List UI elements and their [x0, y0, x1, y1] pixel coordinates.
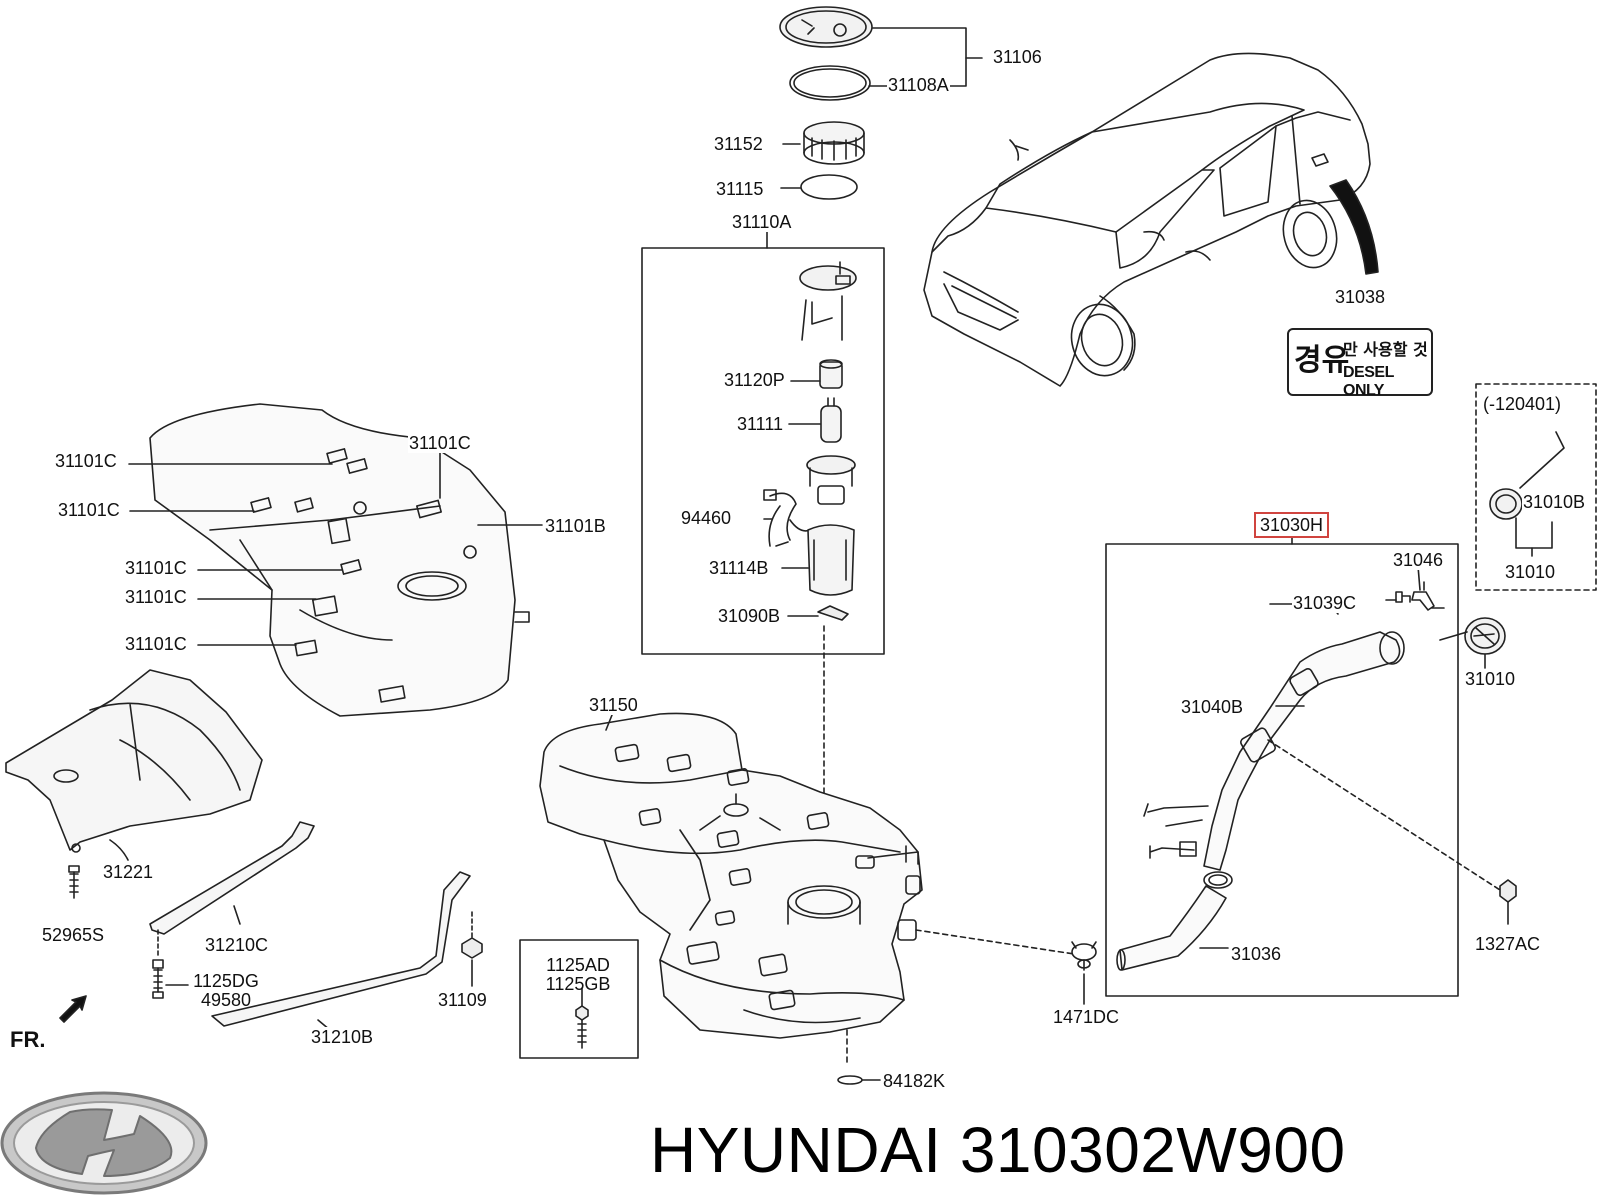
label-31110A: 31110A: [731, 212, 793, 232]
label-1125GB: 1125GB: [545, 974, 611, 994]
label-1471DC: 1471DC: [1052, 1007, 1121, 1027]
label-31210B: 31210B: [310, 1027, 375, 1047]
lock-ring-icon: [803, 121, 865, 165]
tank-heat-protector-icon: [149, 403, 530, 717]
label-31108A: 31108A: [887, 75, 950, 95]
part-number: 310302W900: [959, 1114, 1346, 1186]
label-31106: 31106: [992, 47, 1043, 67]
bolt-1125DG-icon: [152, 929, 164, 999]
nut-31109-icon: [461, 911, 483, 959]
tethered-cap-icon: [1489, 431, 1565, 520]
label-31046: 31046: [1392, 550, 1445, 570]
label-31109: 31109: [437, 990, 488, 1010]
label-31040B: 31040B: [1180, 697, 1245, 717]
label-31039C: 31039C: [1292, 593, 1358, 613]
label-pointer-icon: [1329, 179, 1379, 275]
pump-housing-icon: [806, 455, 856, 505]
label-31101C-5: 31101C: [124, 587, 188, 607]
fuel-pump-module-box: [641, 247, 885, 655]
fuel-cap-icon: [1464, 617, 1506, 655]
strap-31210C-icon: [149, 821, 315, 935]
label-31210C: 31210C: [204, 935, 270, 955]
label-1125AD-1125GB: 1125AD 1125GB: [538, 956, 618, 994]
brand-name: HYUNDAI: [650, 1114, 942, 1186]
bolt-1125AD-icon: [575, 987, 589, 1049]
label-31101C-4: 31101C: [124, 558, 188, 578]
hose-31036-icon: [1116, 885, 1227, 971]
label-31030H: 31030H: [1254, 512, 1330, 538]
bracket-icon: [817, 605, 849, 621]
hyundai-logo-icon: [0, 1091, 208, 1195]
bolt-52965S-icon: [68, 865, 80, 899]
reservoir-cup-icon: [807, 524, 855, 596]
strap-31210B-icon: [211, 871, 471, 1027]
label-31038: 31038: [1334, 287, 1387, 307]
label-1125DG-49580: 1125DG 49580: [190, 972, 262, 1010]
label-31036: 31036: [1230, 944, 1283, 964]
label-1327AC: 1327AC: [1474, 934, 1542, 954]
label-1125AD: 1125AD: [546, 955, 610, 975]
label-84182K: 84182K: [882, 1071, 947, 1091]
clamp-1471DC-icon: [1071, 941, 1097, 971]
filter-icon: [819, 359, 843, 389]
label-31010-cap: 31010: [1464, 669, 1517, 689]
clamp-31036-icon: [1203, 871, 1233, 889]
heat-shield-icon: [5, 669, 263, 853]
sticker-english-text: DESEL ONLY: [1343, 364, 1394, 399]
fuel-tank-icon: [539, 712, 923, 1039]
label-31101B: 31101B: [544, 516, 607, 536]
bolt-group-box: [519, 939, 639, 1059]
diesel-only-label: 경유 만 사용할 것 DESEL ONLY: [1287, 328, 1433, 399]
sticker-korean-big: 경유: [1294, 343, 1350, 378]
wiring-harness-icon: [763, 489, 811, 547]
label-94460: 94460: [680, 508, 733, 528]
front-arrow-icon: [59, 995, 87, 1023]
vehicle-icon: [923, 52, 1371, 387]
footer-title: HYUNDAI 310302W900: [650, 1112, 1346, 1188]
label-31221: 31221: [102, 862, 155, 882]
cover-plate-icon: [779, 6, 873, 48]
pump-motor-icon: [820, 397, 842, 443]
sticker-korean-text: 만 사용할 것: [1343, 340, 1428, 359]
label-31152: 31152: [713, 134, 764, 154]
label-31114B: 31114B: [708, 558, 770, 578]
label-31115: 31115: [715, 179, 765, 199]
label-31120P: 31120P: [723, 370, 786, 390]
label-31111: 31111: [736, 414, 785, 434]
grommet-1327AC-icon: [1499, 879, 1517, 903]
label-31101C-2: 31101C: [408, 433, 472, 453]
seal-ring-icon: [789, 65, 871, 101]
clip-31039C-icon: [1395, 591, 1411, 603]
filler-neck-box: [1105, 543, 1459, 997]
front-direction-label: FR.: [10, 1027, 46, 1052]
label-1125DG: 1125DG: [193, 971, 259, 991]
label-31010B: 31010B: [1522, 492, 1587, 512]
label-120401: (-120401): [1482, 394, 1563, 414]
label-49580: 49580: [200, 990, 252, 1010]
label-31010-box: 31010: [1504, 562, 1557, 582]
fuel-sender-icon: [799, 261, 857, 341]
filler-neck-icon: [1143, 631, 1405, 871]
label-31101C-6: 31101C: [124, 634, 188, 654]
gasket-icon: [800, 174, 858, 200]
label-31101C-1: 31101C: [54, 451, 118, 471]
label-52965S: 52965S: [41, 925, 106, 945]
label-31090B: 31090B: [717, 606, 782, 626]
label-31150: 31150: [588, 695, 639, 715]
early-type-cap-box: [1475, 383, 1597, 591]
bracket-31046-icon: [1411, 581, 1445, 611]
label-31101C-3: 31101C: [57, 500, 121, 520]
